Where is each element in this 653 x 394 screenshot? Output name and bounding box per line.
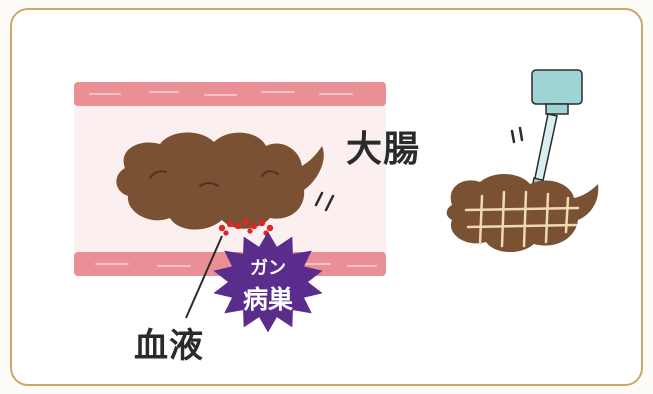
- sampling-stick-icon: [510, 69, 583, 197]
- shake-marks: [510, 126, 524, 144]
- motion-marks: [314, 191, 335, 212]
- intestine-wall-texture: [89, 91, 377, 267]
- label-large-intestine: 大腸: [346, 129, 421, 170]
- sample-grid-lines: [464, 190, 580, 248]
- tumor-label-line2: 病巣: [242, 285, 293, 314]
- tube-cap-band: [545, 103, 569, 115]
- label-blood: 血液: [134, 326, 204, 366]
- stool-creases: [149, 170, 279, 187]
- stool-sample-grid-illustration: [446, 173, 599, 253]
- tumor-starburst-icon: [213, 231, 323, 333]
- blood-leader-line: [185, 235, 223, 319]
- stool-illustration: [116, 132, 335, 236]
- tumor-label-line1: ガン: [250, 258, 286, 279]
- tube-cap: [531, 69, 583, 105]
